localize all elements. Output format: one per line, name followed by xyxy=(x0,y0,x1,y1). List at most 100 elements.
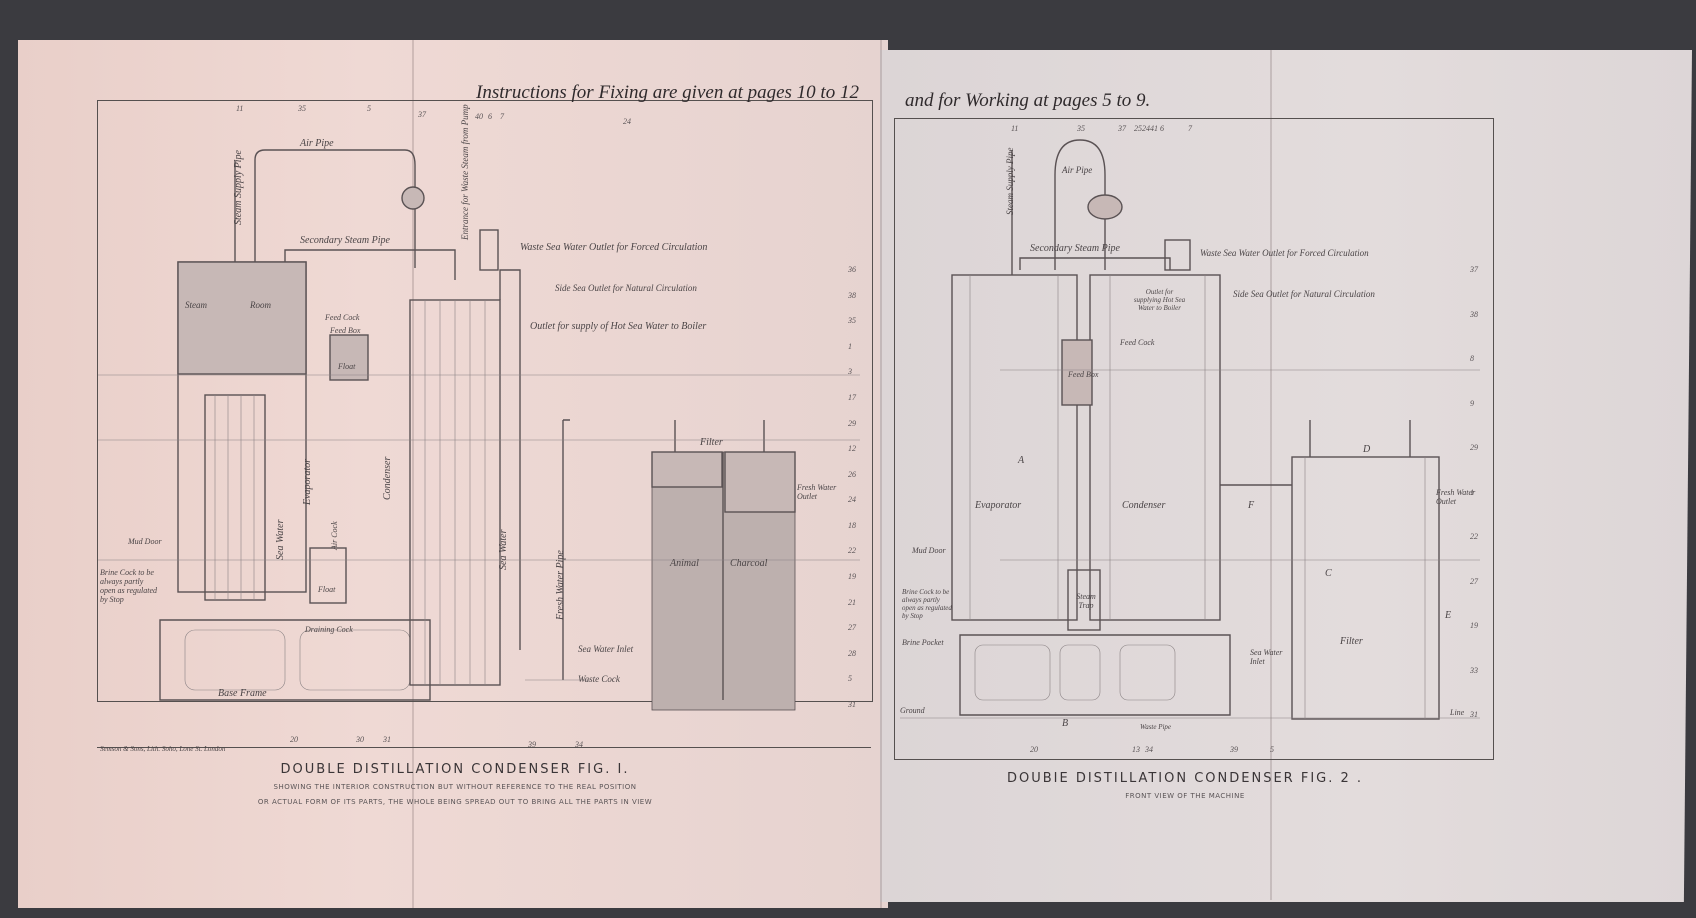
fig2-label-mud-door: Mud Door xyxy=(912,546,946,555)
fig1-ref-number: 17 xyxy=(848,392,856,402)
fig1-ref-number: 24 xyxy=(623,117,631,126)
fig1-ref-number: 18 xyxy=(848,520,856,530)
fig1-label-sea-water-2: Sea Water xyxy=(498,529,509,570)
fig2-label-air-pipe: Air Pipe xyxy=(1062,165,1093,175)
fig1-subtitle-1: SHOWING THE INTERIOR CONSTRUCTION BUT WI… xyxy=(273,783,637,791)
fig1-label-steam: Steam xyxy=(185,300,207,310)
fig1-steam-room xyxy=(177,261,307,375)
fig2-label-steam-trap: Steam Trap xyxy=(1076,592,1096,610)
fig2-letter-b: B xyxy=(1062,718,1069,729)
fig2-ref-number: 13 xyxy=(1132,745,1140,754)
fig2-ref-number: 24 xyxy=(1142,124,1150,133)
fig1-label-secondary-steam-pipe: Secondary Steam Pipe xyxy=(300,235,390,246)
fig1-ref-number: 5 xyxy=(367,104,371,113)
fig1-secondary-steam-pipe xyxy=(284,249,456,280)
fig2-air-vessel xyxy=(1087,194,1123,220)
fig1-ref-number: 21 xyxy=(848,597,856,607)
fig1-label-float-1: Float xyxy=(338,362,356,371)
fig1-label-hot-outlet: Outlet for supply of Hot Sea Water to Bo… xyxy=(530,321,707,332)
fig1-label-fresh-water-pipe: Fresh Water Pipe xyxy=(555,550,566,620)
fig2-label-feed-cock: Feed Cock xyxy=(1120,338,1155,347)
fig2-ref-number: 20 xyxy=(1030,745,1038,754)
fig1-label-side-outlet: Side Sea Outlet for Natural Circulation xyxy=(555,283,697,293)
fig1-ref-number: 1 xyxy=(848,341,852,351)
fig1-float-chamber xyxy=(309,547,347,604)
fig1-ref-number: 11 xyxy=(236,104,244,113)
fig1-ref-number: 37 xyxy=(418,110,426,119)
fig2-ref-number: 39 xyxy=(1230,745,1238,754)
fig1-ref-number: 22 xyxy=(848,546,856,556)
fig1-label-room: Room xyxy=(250,300,271,310)
fig1-ref-number: 34 xyxy=(575,740,583,749)
fold-crease xyxy=(412,40,414,908)
fig1-waste-outlet-valve xyxy=(479,229,499,271)
fig2-label-ground: Ground xyxy=(900,706,925,715)
fig1-ref-number: 26 xyxy=(848,469,856,479)
fold-crease xyxy=(1270,50,1272,900)
fig1-label-feed-cock: Feed Cock xyxy=(325,313,360,322)
fig1-ref-number: 35 xyxy=(848,316,856,326)
page-gutter xyxy=(880,40,882,908)
fig2-label-steam-supply-pipe: Steam Supply Pipe xyxy=(1005,147,1015,215)
fig2-label-secondary-steam-pipe: Secondary Steam Pipe xyxy=(1030,243,1120,254)
fig2-label-condenser: Condenser xyxy=(1122,500,1166,511)
fig2-label-brine-pocket: Brine Pocket xyxy=(902,638,944,647)
fig2-ref-number: 7 xyxy=(1188,124,1192,133)
fig2-label-waste-outlet: Waste Sea Water Outlet for Forced Circul… xyxy=(1200,248,1369,258)
fig1-air-vessel xyxy=(401,186,425,210)
fig2-ref-number: 27 xyxy=(1470,576,1478,586)
fig1-label-waste-cock: Waste Cock xyxy=(578,674,620,684)
fig2-label-filter: Filter xyxy=(1340,636,1363,647)
fig1-ref-number: 5 xyxy=(848,674,852,684)
fig2-base xyxy=(959,634,1231,716)
fig2-label-side-outlet: Side Sea Outlet for Natural Circulation xyxy=(1233,289,1375,299)
fig2-letter-d: D xyxy=(1363,444,1371,455)
paper-right-page xyxy=(880,50,1692,902)
fig1-label-sea-water-1: Sea Water xyxy=(275,519,286,560)
fig2-title: DOUBIE DISTILLATION CONDENSER FIG. 2 . xyxy=(1006,771,1364,786)
fig1-air-pipe xyxy=(254,149,416,268)
fig1-label-float-2: Float xyxy=(318,585,336,594)
fig2-label-hot-outlet: Outlet for supplying Hot Sea Water to Bo… xyxy=(1133,288,1186,312)
fig2-ref-number: 29 xyxy=(1470,443,1478,452)
fig2-subtitle: FRONT VIEW OF THE MACHINE xyxy=(1125,792,1245,800)
fig2-label-evaporator: Evaporator xyxy=(975,500,1022,511)
fig1-ref-number: 19 xyxy=(848,572,856,582)
fig2-letter-f: F xyxy=(1248,500,1255,511)
header-instructions-working: and for Working at pages 5 to 9. xyxy=(905,90,1151,111)
fig1-ref-number: 30 xyxy=(356,735,364,744)
fig2-letter-c: C xyxy=(1325,568,1332,579)
fig2-ref-number: 1 xyxy=(1470,487,1474,497)
fig2-condenser-shell xyxy=(1089,274,1221,621)
fig2-label-sea-water-inlet: Sea Water Inlet xyxy=(1250,648,1283,666)
fig1-fresh-water-pipe xyxy=(562,419,570,680)
fig2-ref-number: 9 xyxy=(1470,398,1474,408)
fig1-ref-number: 31 xyxy=(383,735,391,744)
fig1-ref-number: 39 xyxy=(528,740,536,749)
fig2-ref-number: 5 xyxy=(1270,745,1274,754)
fig2-letter-e: E xyxy=(1445,610,1452,621)
fig1-label-animal: Animal xyxy=(670,558,699,569)
fig1-tube-bundle xyxy=(204,394,266,601)
fig1-ref-number: 6 xyxy=(488,112,492,121)
fig2-ref-number: 38 xyxy=(1470,309,1478,319)
fig1-ref-number: 29 xyxy=(848,418,856,428)
fig1-ref-number: 3 xyxy=(848,367,852,377)
fig1-ref-number: 27 xyxy=(848,623,856,633)
fig2-ref-number: 25 xyxy=(1134,124,1142,133)
fig1-label-feed-box: Feed Box xyxy=(330,326,361,335)
fig1-label-charcoal: Charcoal xyxy=(730,558,768,569)
fig1-ref-number: 38 xyxy=(848,290,856,300)
fig1-label-fresh-water-outlet: Fresh Water Outlet xyxy=(797,483,837,501)
fig1-label-filter: Filter xyxy=(700,437,723,448)
fig2-evaporator-shell xyxy=(951,274,1078,621)
fig1-ref-number: 12 xyxy=(848,444,856,454)
fig2-feed-box xyxy=(1061,339,1093,406)
fig1-label-evaporator: Evaporator xyxy=(302,458,313,505)
fig2-filter-shell xyxy=(1291,456,1440,720)
fig2-label-fresh-water-outlet: Fresh Water Outlet xyxy=(1436,488,1476,506)
fig1-label-entrance-waste-steam: Entrance for Waste Steam from Pump xyxy=(460,104,470,240)
fig2-ref-number: 37 xyxy=(1118,124,1126,133)
fig1-ref-number: 20 xyxy=(290,735,298,744)
fig1-subtitle-2: OR ACTUAL FORM OF ITS PARTS, THE WHOLE B… xyxy=(257,798,653,806)
